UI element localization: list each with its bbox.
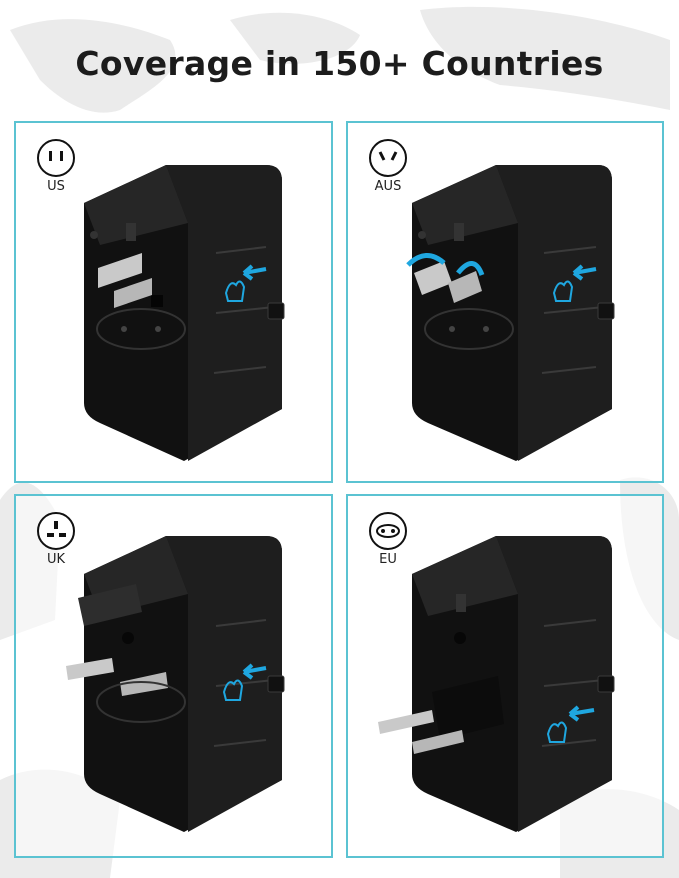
travel-adapter bbox=[406, 165, 615, 461]
panel-uk: UK bbox=[14, 494, 333, 858]
panel-aus: AUS bbox=[346, 121, 664, 483]
panel-us: US bbox=[14, 121, 333, 483]
plug-type-label: EU bbox=[379, 552, 397, 567]
travel-adapter bbox=[84, 165, 285, 461]
plug-type-label: UK bbox=[46, 552, 66, 567]
plug-type-label: US bbox=[47, 179, 65, 194]
headline: Coverage in 150+ Countries bbox=[75, 44, 604, 83]
travel-adapter bbox=[66, 536, 285, 832]
travel-adapter bbox=[378, 536, 615, 832]
panel-eu: EU bbox=[346, 494, 664, 858]
plug-type-label: AUS bbox=[374, 179, 402, 194]
uk-socket-icon bbox=[37, 512, 75, 550]
aus-socket-icon bbox=[369, 139, 407, 177]
us-socket-icon bbox=[37, 139, 75, 177]
eu-socket-icon bbox=[369, 512, 407, 550]
